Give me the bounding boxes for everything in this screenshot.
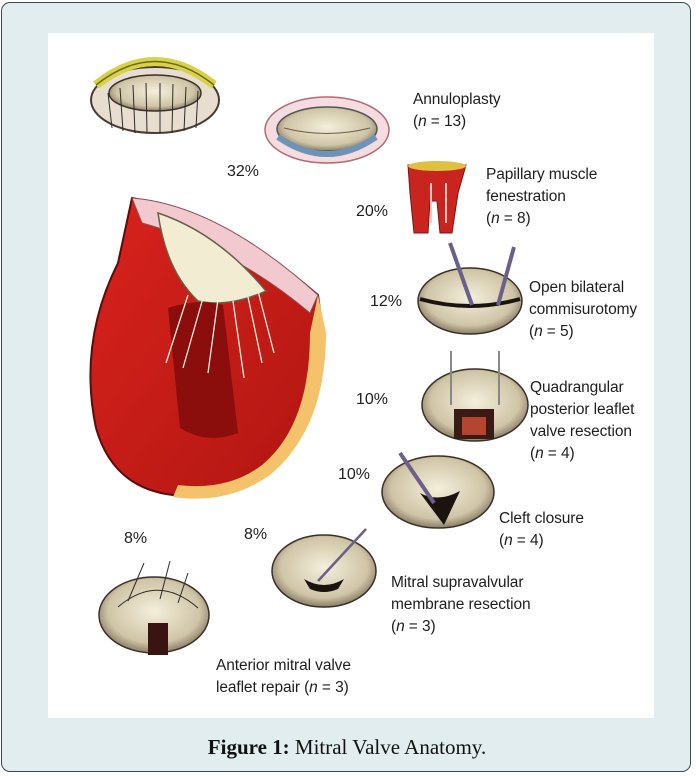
cleft-closure-illustration: [382, 453, 494, 528]
label-cleft: Cleft closure (n = 4): [499, 508, 584, 552]
commisurotomy-n: 5: [560, 323, 569, 340]
figure-image: Annuloplasty (n = 13) 32% Papillary musc…: [48, 33, 654, 718]
supravalvular-membrane-illustration: [272, 529, 376, 607]
label-quadrangular: Quadrangular posterior leaflet valve res…: [530, 377, 634, 465]
cleft-n: 4: [530, 532, 539, 549]
label-annuloplasty: Annuloplasty (n = 13): [413, 89, 501, 133]
label-anterior: Anterior mitral valve leaflet repair (n …: [216, 655, 351, 699]
commisurotomy-count: (n = 5): [529, 321, 637, 343]
label-supravalvular: Mitral supravalvular membrane resection …: [391, 572, 531, 638]
percent-supravalvular: 8%: [244, 526, 267, 544]
supravalvular-count: (n = 3): [391, 616, 531, 638]
percent-anterior: 8%: [124, 530, 147, 548]
anterior-title-line2: leaflet repair (n = 3): [216, 677, 351, 699]
anterior-leaflet-repair-illustration: [99, 561, 209, 655]
anterior-title-line1: Anterior mitral valve: [216, 655, 351, 677]
supravalvular-title-line1: Mitral supravalvular: [391, 572, 531, 594]
quadrangular-n: 4: [561, 445, 570, 462]
cleft-title: Cleft closure: [499, 508, 584, 530]
label-papillary: Papillary muscle fenestration (n = 8): [486, 164, 597, 230]
label-commisurotomy: Open bilateral commisurotomy (n = 5): [529, 277, 637, 343]
annuloplasty-valve-illustration: [265, 97, 389, 163]
quadrangular-resection-illustration: [422, 351, 528, 441]
papillary-count: (n = 8): [486, 208, 597, 230]
commisurotomy-title-line2: commisurotomy: [529, 299, 637, 321]
percent-commisurotomy: 12%: [370, 293, 402, 311]
figure-caption: Figure 1: Mitral Valve Anatomy.: [2, 735, 692, 760]
quadrangular-count: (n = 4): [530, 443, 634, 465]
annuloplasty-n: 13: [444, 113, 461, 130]
papillary-title-line1: Papillary muscle: [486, 164, 597, 186]
annuloplasty-title: Annuloplasty: [413, 89, 501, 111]
papillary-n: 8: [517, 210, 526, 227]
percent-cleft: 10%: [338, 466, 370, 484]
quadrangular-title-line3: valve resection: [530, 421, 634, 443]
caption-text: Mitral Valve Anatomy.: [290, 735, 487, 759]
supravalvular-n: 3: [422, 618, 431, 635]
percent-papillary: 20%: [356, 203, 388, 221]
papillary-title-line2: fenestration: [486, 186, 597, 208]
supravalvular-title-line2: membrane resection: [391, 594, 531, 616]
mitral-repair-illustration: [48, 33, 654, 718]
quadrangular-title-line2: posterior leaflet: [530, 399, 634, 421]
cleft-count: (n = 4): [499, 530, 584, 552]
anterior-n: 3: [335, 679, 344, 696]
anterior-prefix: leaflet repair: [216, 679, 304, 696]
quadrangular-title-line1: Quadrangular: [530, 377, 634, 399]
annuloplasty-ring-illustration: [91, 62, 219, 134]
annuloplasty-count: (n = 13): [413, 111, 501, 133]
percent-quadrangular: 10%: [356, 391, 388, 409]
caption-label: Figure 1:: [208, 735, 290, 759]
commisurotomy-valve-illustration: [418, 243, 522, 334]
papillary-muscle-illustration: [408, 161, 466, 233]
commisurotomy-title-line1: Open bilateral: [529, 277, 637, 299]
percent-annuloplasty: 32%: [227, 163, 259, 181]
heart-cross-section-illustration: [90, 198, 326, 499]
